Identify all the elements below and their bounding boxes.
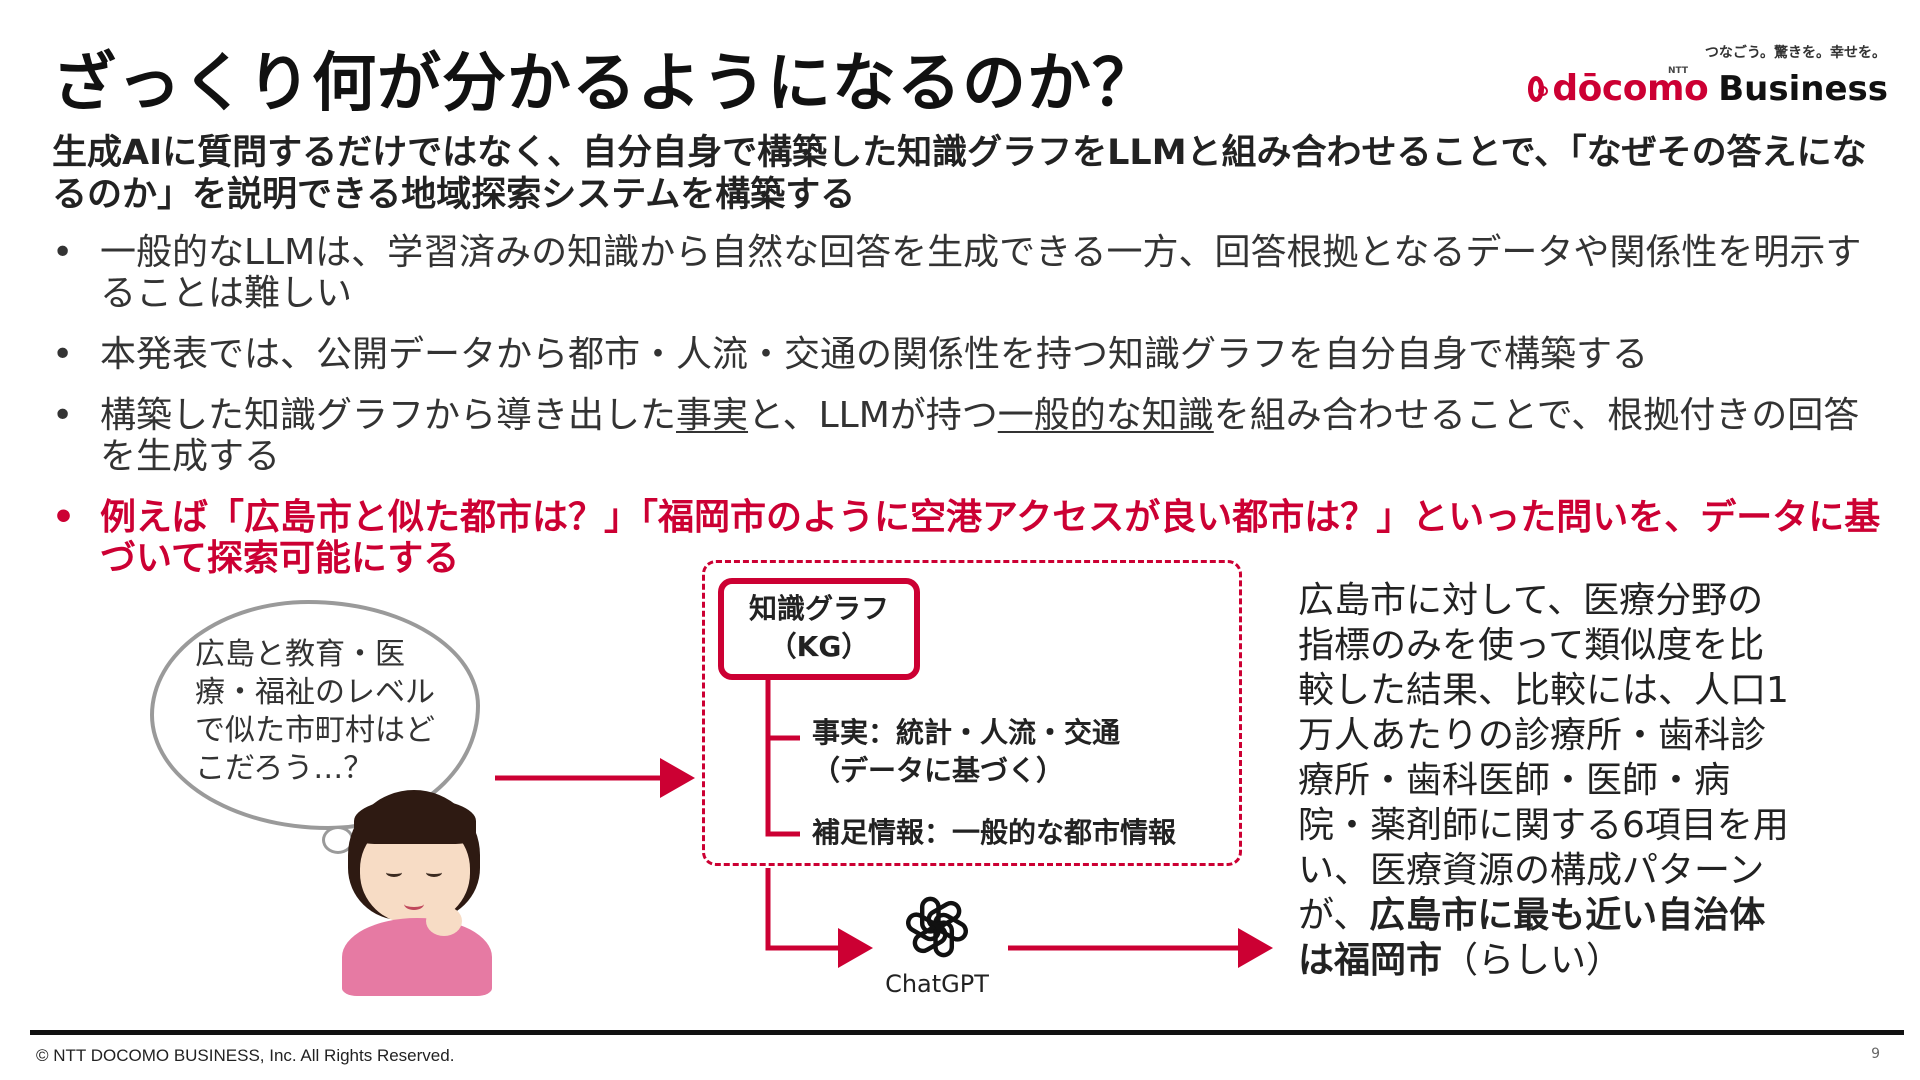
page-number: 9 — [1871, 1046, 1880, 1062]
result-text: 広島市に対して、医療分野の指標のみを使って類似度を比較した結果、比較には、人口1… — [1298, 580, 1789, 936]
bullet-item-highlight: • 例えば「広島市と似た都市は？」「福岡市のように空港アクセスが良い都市は？」と… — [52, 497, 1882, 579]
pink-sweater — [342, 918, 492, 996]
brand-ntt: NTT — [1667, 66, 1688, 76]
eye-left — [386, 868, 402, 877]
brand-business: Business — [1718, 68, 1888, 109]
footer-copyright: © NTT DOCOMO BUSINESS, Inc. All Rights R… — [36, 1046, 455, 1065]
bangs — [354, 798, 476, 844]
bullet-dot: • — [52, 232, 74, 273]
footer-divider — [30, 1030, 1904, 1035]
bullet-dot: • — [52, 497, 76, 538]
bullet-text-post: を組み合わせることで、根拠付きの回答を生成する — [100, 395, 1860, 477]
bullet-item: • 本発表では、公開データから都市・人流・交通の関係性を持つ知識グラフを自分自身… — [52, 334, 1882, 375]
docomo-mark-icon — [1528, 75, 1549, 102]
underlined-general-knowledge: 一般的な知識 — [997, 395, 1214, 436]
kg-supplement-item: 補足情報：一般的な都市情報 — [812, 816, 1177, 849]
hand — [426, 906, 462, 936]
brand-docomo: dōcomo — [1552, 68, 1709, 109]
bullet-text: 本発表では、公開データから都市・人流・交通の関係性を持つ知識グラフを自分自身で構… — [100, 334, 1649, 375]
result-explanation: 広島市に対して、医療分野の指標のみを使って類似度を比較した結果、比較には、人口1… — [1298, 578, 1798, 983]
bullet-text: 例えば「広島市と似た都市は？」「福岡市のように空港アクセスが良い都市は？」といっ… — [100, 497, 1881, 579]
bullet-text: 一般的なLLMは、学習済みの知識から自然な回答を生成できる一方、回答根拠となるデ… — [100, 232, 1862, 314]
lead-statement: 生成AIに質問するだけではなく、自分自身で構築した知識グラフをLLMと組み合わせ… — [52, 133, 1867, 215]
bullet-dot: • — [52, 334, 74, 375]
result-hedge: （らしい） — [1442, 940, 1623, 981]
bullet-item: • 構築した知識グラフから導き出した事実と、LLMが持つ一般的な知識を組み合わせ… — [52, 395, 1882, 477]
bullet-list: • 一般的なLLMは、学習済みの知識から自然な回答を生成できる一方、回答根拠とな… — [52, 232, 1882, 599]
kg-box-abbrev: （KG） — [768, 630, 870, 663]
chatgpt-label: ChatGPT — [885, 970, 989, 998]
underlined-fact: 事実 — [676, 395, 749, 436]
kg-box: 知識グラフ （KG） — [718, 578, 920, 680]
brand-logo: つなごう。驚きを。幸せを。 NTT dōcomo Business — [1528, 42, 1888, 109]
bullet-dot: • — [52, 395, 74, 436]
mouth — [404, 898, 424, 910]
slide-title: ざっくり何が分かるようになるのか？ — [52, 47, 1157, 121]
bullet-text-pre: 構築した知識グラフから導き出した — [100, 395, 677, 436]
kg-box-title: 知識グラフ — [748, 592, 889, 625]
thought-bubble — [150, 600, 480, 830]
brand-tagline: つなごう。驚きを。幸せを。 — [1704, 45, 1886, 61]
result-highlight: 広島市に最も近い自治体は福岡市 — [1298, 895, 1766, 981]
eye-right — [426, 868, 442, 877]
thinking-woman-illustration — [330, 790, 500, 996]
kg-fact-line2: （データに基づく） — [812, 754, 1065, 787]
thought-text: 広島と教育・医療・福祉のレベルで似た市町村はどこだろう…？ — [195, 637, 435, 786]
kg-tree-connector-2 — [765, 738, 800, 837]
kg-dashed-frame — [702, 560, 1242, 866]
kg-fact-line1: 事実：統計・人流・交通 — [812, 716, 1121, 749]
bullet-text-mid: と、LLMが持つ — [748, 395, 998, 436]
arrow-kg-to-chatgpt — [765, 868, 873, 968]
kg-fact-item: 事実：統計・人流・交通 （データに基づく） — [812, 714, 1120, 790]
chatgpt-logo-icon — [906, 896, 968, 958]
bullet-item: • 一般的なLLMは、学習済みの知識から自然な回答を生成できる一方、回答根拠とな… — [52, 232, 1882, 314]
